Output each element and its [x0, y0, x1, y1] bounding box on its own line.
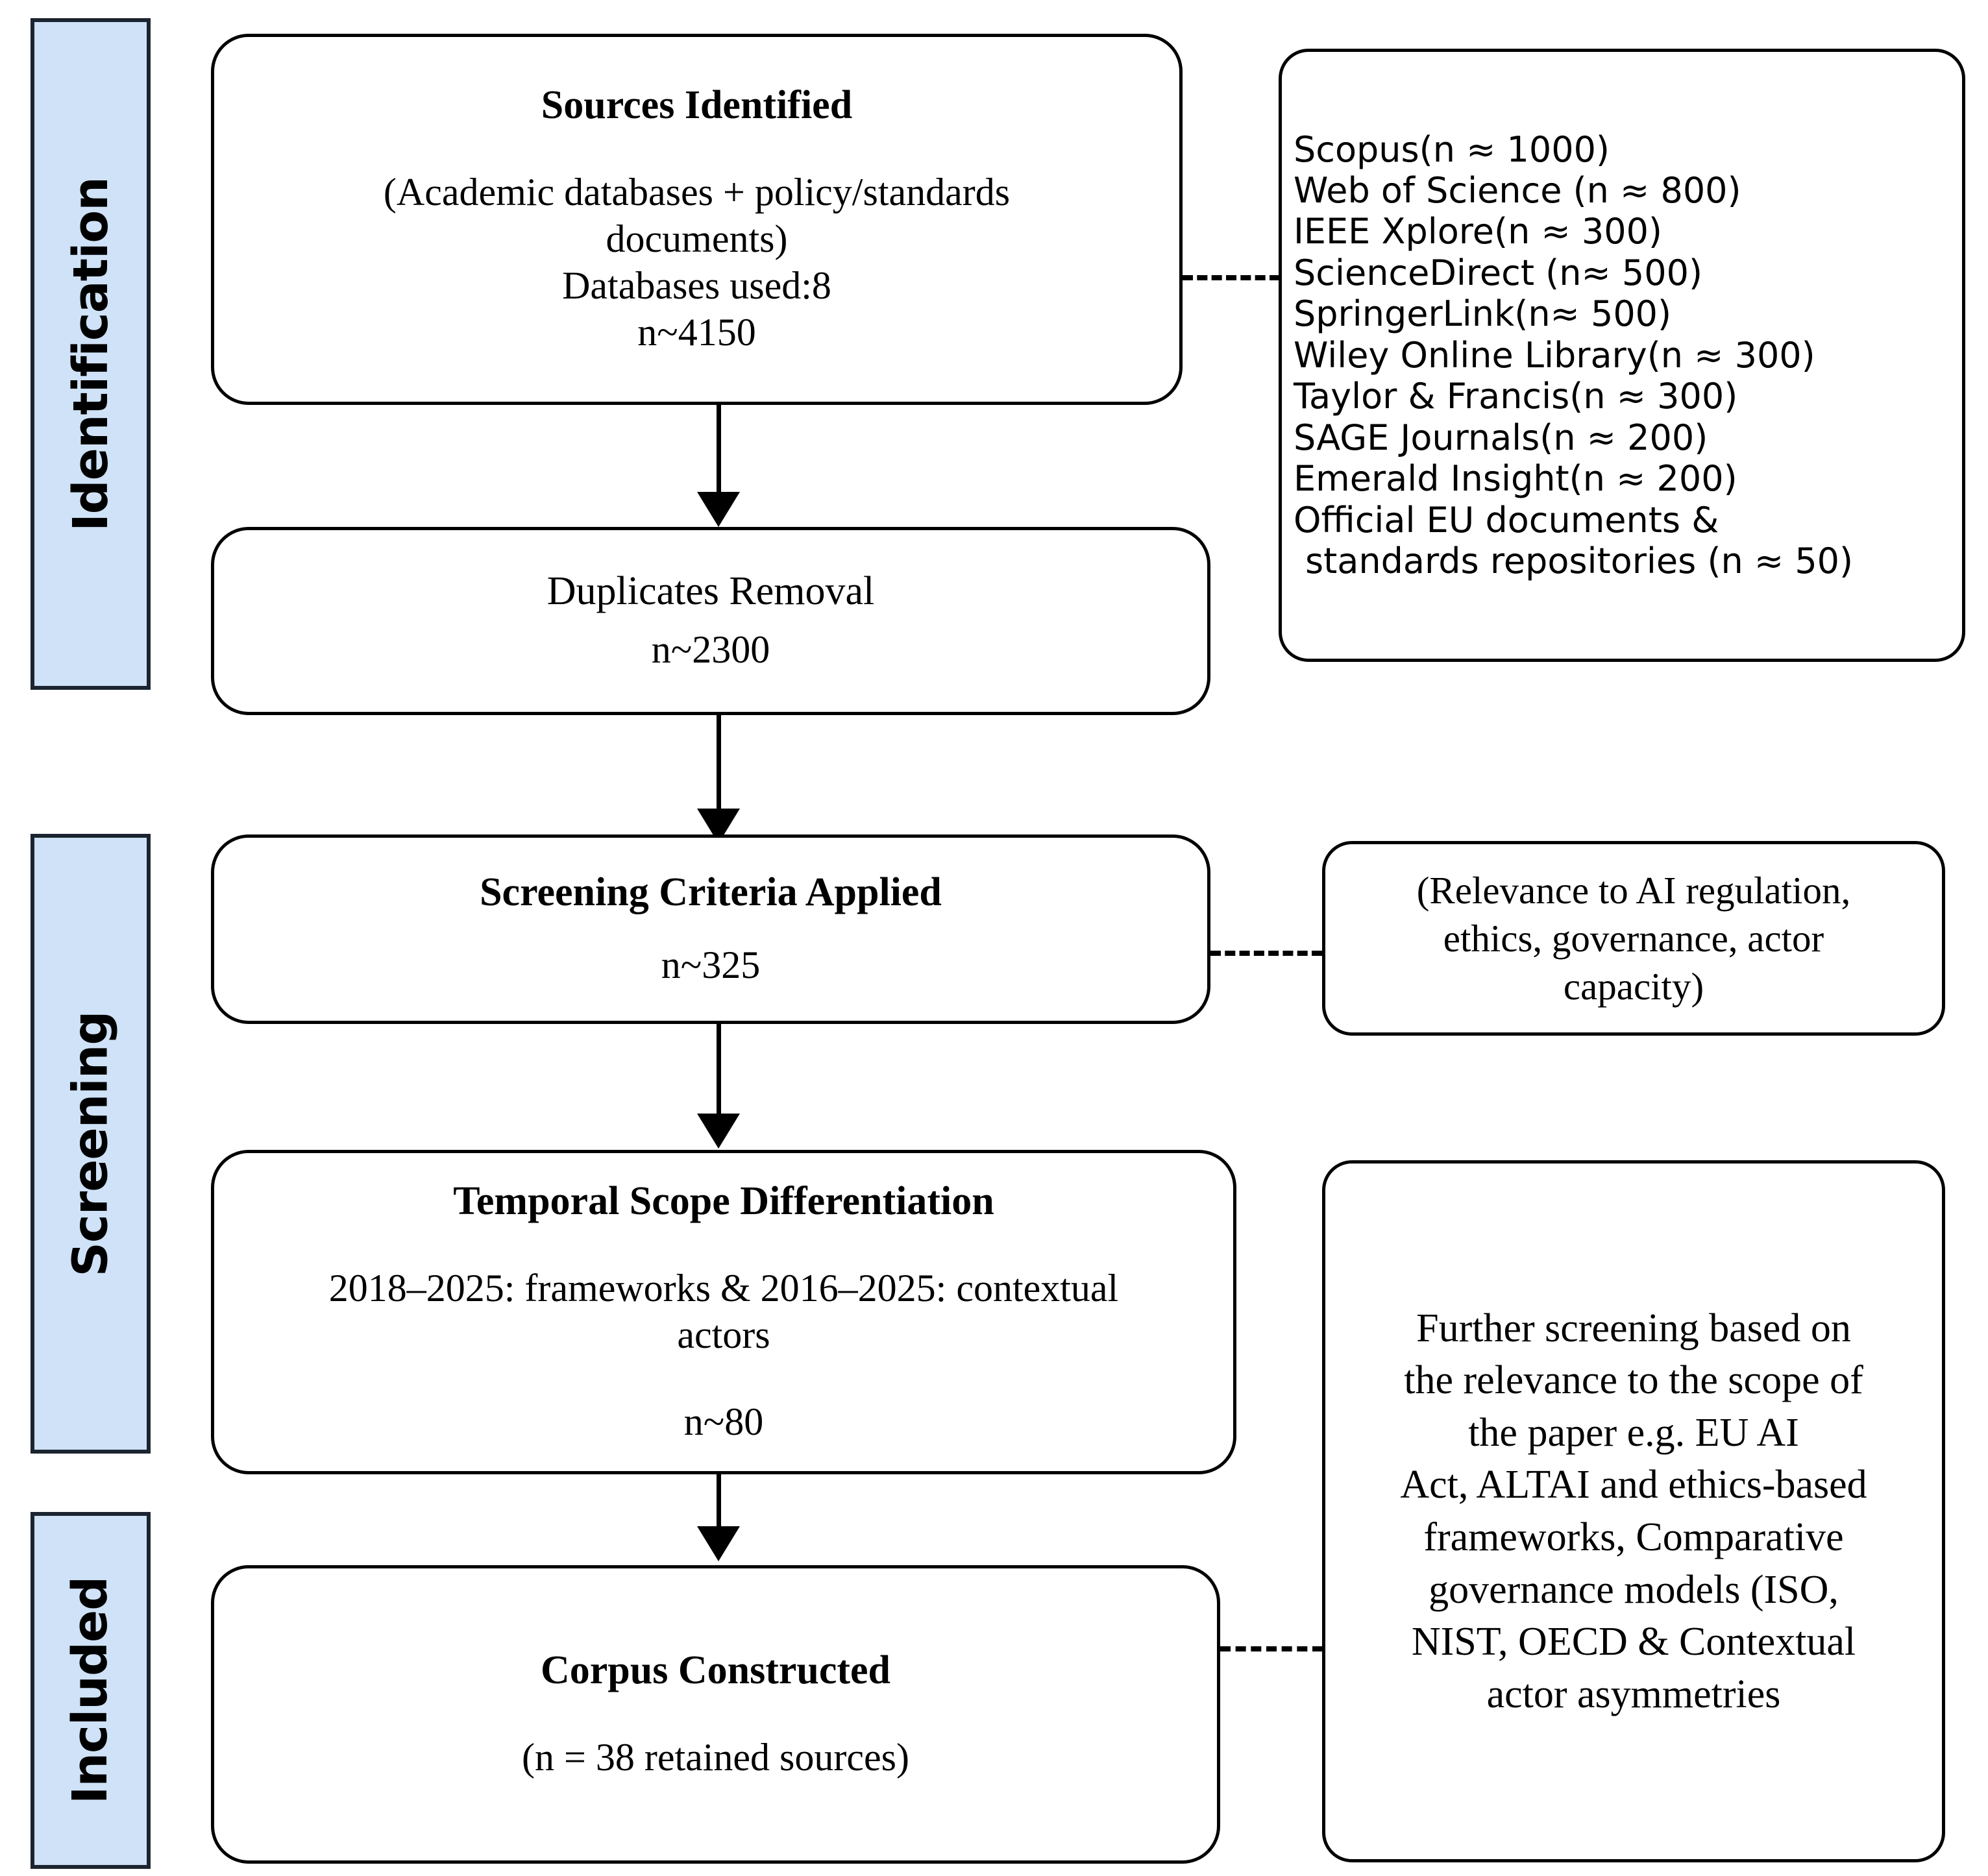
stage-label-screening: Screening	[62, 1011, 119, 1276]
database-row: ScienceDirect (n≈ 500)	[1294, 252, 1703, 293]
database-row: Wiley Online Library(n ≈ 300)	[1294, 334, 1815, 376]
note-panel-screening-criteria: (Relevance to AI regulation, ethics, gov…	[1322, 841, 1945, 1036]
further-screening-note-line: frameworks, Comparative	[1423, 1515, 1844, 1559]
arrow-duplicates-to-screening-line	[717, 715, 721, 819]
dashed-link-screening-to-criteria-note	[1210, 951, 1322, 956]
stage-band-screening: Screening	[31, 834, 151, 1454]
box-corpus-constructed-title: Corpus Constructed	[540, 1648, 891, 1693]
further-screening-note: Further screening based on the relevance…	[1325, 1302, 1942, 1721]
further-screening-note-line: Further screening based on	[1416, 1306, 1851, 1350]
box-temporal-scope-line1: 2018–2025: frameworks & 2016–2025: conte…	[328, 1266, 1119, 1310]
further-screening-note-line: the paper e.g. EU AI	[1468, 1410, 1799, 1455]
stage-band-identification: Identification	[31, 18, 151, 690]
screening-criteria-note: (Relevance to AI regulation, ethics, gov…	[1325, 866, 1942, 1011]
stage-band-included: Included	[31, 1512, 151, 1869]
arrow-screening-to-temporal-line	[717, 1024, 721, 1121]
arrow-sources-to-duplicates-line	[717, 405, 721, 502]
screening-criteria-note-line: ethics, governance, actor	[1443, 916, 1824, 960]
box-sources-identified-line3: Databases used:8	[562, 263, 831, 307]
arrow-screening-to-temporal-head	[697, 1114, 740, 1149]
database-list: Scopus(n ≈ 1000) Web of Science (n ≈ 800…	[1282, 129, 1962, 582]
box-screening-criteria-title: Screening Criteria Applied	[480, 870, 942, 915]
further-screening-note-line: NIST, OECD & Contextual	[1411, 1620, 1856, 1664]
database-row: Web of Science (n ≈ 800)	[1294, 170, 1741, 212]
box-temporal-scope-line2: actors	[677, 1313, 770, 1356]
box-temporal-scope-title: Temporal Scope Differentiation	[453, 1179, 994, 1224]
arrow-sources-to-duplicates-head	[697, 492, 740, 527]
further-screening-note-line: the relevance to the scope of	[1404, 1358, 1863, 1403]
note-panel-databases: Scopus(n ≈ 1000) Web of Science (n ≈ 800…	[1279, 49, 1965, 662]
further-screening-note-line: actor asymmetries	[1486, 1672, 1781, 1716]
screening-criteria-note-line: capacity)	[1563, 965, 1704, 1008]
box-sources-identified-title: Sources Identified	[541, 83, 853, 128]
database-row: IEEE Xplore(n ≈ 300)	[1294, 211, 1663, 252]
box-temporal-scope: Temporal Scope Differentiation 2018–2025…	[211, 1150, 1236, 1474]
stage-label-included: Included	[62, 1576, 119, 1805]
box-corpus-constructed: Corpus Constructed (n = 38 retained sour…	[211, 1565, 1220, 1864]
box-duplicates-removal: Duplicates Removal n~2300	[211, 527, 1210, 715]
database-row: Taylor & Francis(n ≈ 300)	[1294, 376, 1738, 417]
further-screening-note-line: governance models (ISO,	[1429, 1567, 1839, 1612]
box-sources-identified: Sources Identified (Academic databases +…	[211, 34, 1183, 405]
dashed-link-corpus-to-further-note	[1220, 1646, 1323, 1651]
box-duplicates-removal-title: Duplicates Removal	[546, 569, 875, 614]
database-row: Scopus(n ≈ 1000)	[1294, 128, 1610, 170]
box-screening-criteria-count: n~325	[661, 943, 761, 986]
screening-criteria-note-line: (Relevance to AI regulation,	[1416, 868, 1851, 912]
stage-label-identification: Identification	[62, 177, 119, 531]
box-sources-identified-line2: documents)	[606, 217, 788, 260]
box-sources-identified-count: n~4150	[637, 310, 756, 354]
box-sources-identified-line1: (Academic databases + policy/standards	[383, 170, 1011, 213]
box-corpus-constructed-count: (n = 38 retained sources)	[522, 1735, 909, 1779]
database-row: Official EU documents &	[1294, 499, 1719, 541]
dashed-link-sources-to-databases	[1183, 275, 1280, 280]
database-row: standards repositories (n ≈ 50)	[1305, 540, 1854, 581]
further-screening-note-line: Act, ALTAI and ethics-based	[1400, 1463, 1867, 1507]
database-row: SpringerLink(n≈ 500)	[1294, 293, 1672, 335]
database-row: SAGE Journals(n ≈ 200)	[1294, 417, 1708, 458]
arrow-temporal-to-corpus-line	[717, 1474, 721, 1552]
box-temporal-scope-count: n~80	[683, 1400, 764, 1443]
arrow-temporal-to-corpus-head	[697, 1526, 740, 1561]
database-row: Emerald Insight(n ≈ 200)	[1294, 458, 1737, 500]
note-panel-further-screening: Further screening based on the relevance…	[1322, 1160, 1945, 1862]
box-screening-criteria: Screening Criteria Applied n~325	[211, 834, 1210, 1024]
box-duplicates-removal-count: n~2300	[651, 627, 770, 671]
